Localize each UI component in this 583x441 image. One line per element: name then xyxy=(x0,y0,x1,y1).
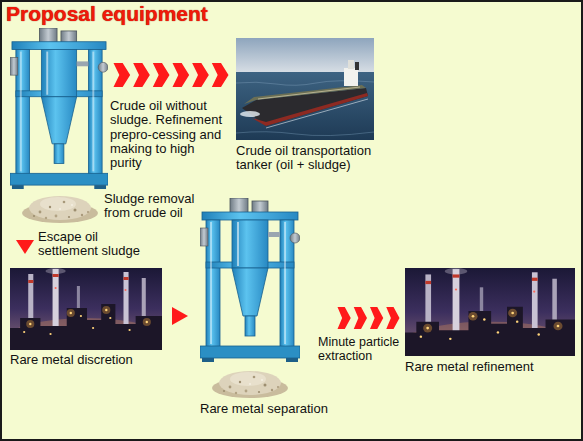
caption-text: Rare metal discretion xyxy=(10,353,160,367)
tanker-photo xyxy=(236,38,374,140)
caption-text: Rare metal refinement xyxy=(405,360,573,374)
triangle-arrow xyxy=(16,240,34,254)
tanker-photo-part xyxy=(236,132,374,136)
flow-arrow xyxy=(110,63,232,87)
tanker-photo-part xyxy=(240,111,260,117)
chevron-arrow xyxy=(212,63,229,87)
image-caption-group: Rare metal refinement xyxy=(403,266,577,386)
machine-illustration-part xyxy=(200,198,300,362)
image-caption-group: Rare metal separation xyxy=(196,198,334,420)
chevron-arrow xyxy=(192,63,209,87)
chevron-arrow xyxy=(173,63,190,87)
triangle-arrow xyxy=(172,307,188,325)
chevron-arrow xyxy=(386,307,399,329)
sludge-pile-part xyxy=(22,196,98,223)
edge-label: Crude oil without sludge. Refinement pre… xyxy=(110,99,228,170)
tanker-photo-part xyxy=(344,68,358,86)
diagram-title: Proposal equipment xyxy=(6,2,208,26)
edge-label: Minute particle extraction xyxy=(318,336,404,364)
tanker-photo-part xyxy=(242,88,368,126)
tanker-photo-part xyxy=(236,38,374,72)
refinery-photo xyxy=(405,268,575,356)
image-caption-group: Crude oil transportation tanker (oil + s… xyxy=(232,38,382,184)
flow-arrow xyxy=(334,307,403,329)
sludge-pile-part xyxy=(212,371,288,398)
edge-label: Escape oil settlement sludge xyxy=(38,230,150,259)
machine-illustration-part xyxy=(10,28,108,189)
caption-text: Rare metal separation xyxy=(200,402,332,416)
machine-illustration xyxy=(10,28,108,190)
chevron-arrow xyxy=(114,63,131,87)
flow-arrow xyxy=(16,228,34,266)
image-caption-group: Rare metal discretion xyxy=(8,266,164,374)
sludge-pile xyxy=(210,365,290,399)
refinery-photo xyxy=(10,268,162,350)
tanker-photo-part xyxy=(258,87,360,99)
flow-arrow xyxy=(164,307,196,325)
machine-illustration xyxy=(200,198,300,363)
caption-text: Sludge removal from crude oil xyxy=(104,192,208,221)
chevron-arrow xyxy=(153,63,170,87)
chevron-arrow xyxy=(133,63,150,87)
tanker-photo-part xyxy=(348,60,354,69)
tanker-photo-part xyxy=(244,85,366,104)
chevron-arrow xyxy=(338,307,351,329)
chevron-arrow xyxy=(370,307,383,329)
chevron-arrow xyxy=(354,307,367,329)
sludge-pile xyxy=(20,190,100,224)
tanker-photo-part xyxy=(266,99,368,128)
refinery-photo-part xyxy=(405,268,575,356)
tanker-photo-part xyxy=(355,62,359,70)
refinery-photo-part xyxy=(10,268,162,350)
caption-text: Crude oil transportation tanker (oil + s… xyxy=(236,144,380,173)
